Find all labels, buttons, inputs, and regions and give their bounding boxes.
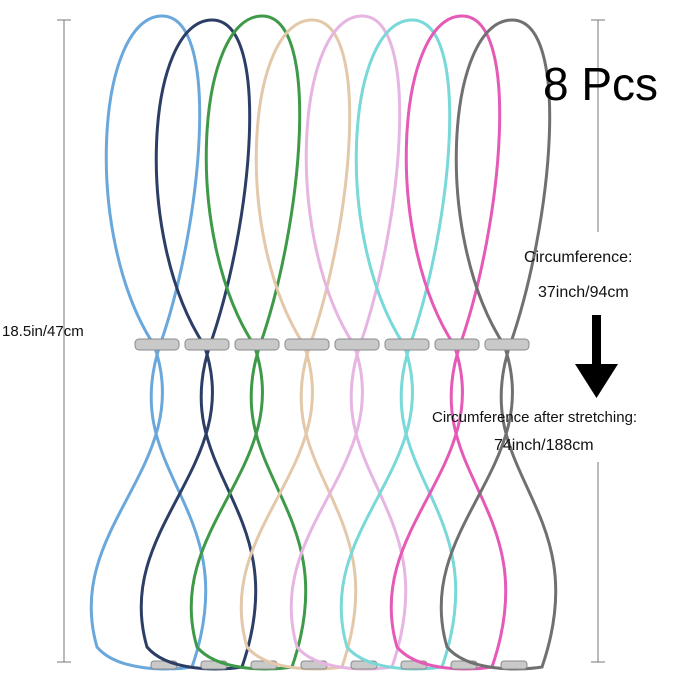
metal-clasp-icon <box>284 338 330 351</box>
elastic-bands-group <box>89 14 558 671</box>
length-label: 18.5in/47cm <box>2 323 84 340</box>
metal-clasp-icon <box>184 338 230 351</box>
elastic-band-8 <box>439 18 558 671</box>
stretched-circumference-value: 74inch/188cm <box>494 437 594 454</box>
circumference-label: Circumference: <box>524 249 633 266</box>
height-dimension-line <box>57 19 71 663</box>
pieces-count: 8 Pcs <box>543 58 659 110</box>
elastic-band-7 <box>389 14 508 671</box>
end-tube <box>500 660 528 670</box>
elastic-band-2 <box>139 18 258 671</box>
down-arrow-icon <box>575 315 618 398</box>
stretched-circumference-label: Circumference after stretching: <box>432 409 638 426</box>
circumference-value: 37inch/94cm <box>538 284 629 301</box>
elastic-band-6 <box>339 18 458 671</box>
metal-clasp-icon <box>384 338 430 351</box>
elastic-band-4 <box>239 18 358 671</box>
circumference-dimension-line <box>591 19 605 663</box>
metal-clasp-icon <box>234 338 280 351</box>
metal-clasp-icon <box>134 338 180 351</box>
metal-clasp-icon <box>334 338 380 351</box>
metal-clasp-icon <box>484 338 530 351</box>
elastic-band-1 <box>89 14 208 671</box>
metal-clasp-icon <box>434 338 480 351</box>
elastic-band-5 <box>289 14 408 671</box>
elastic-band-3 <box>189 14 308 671</box>
